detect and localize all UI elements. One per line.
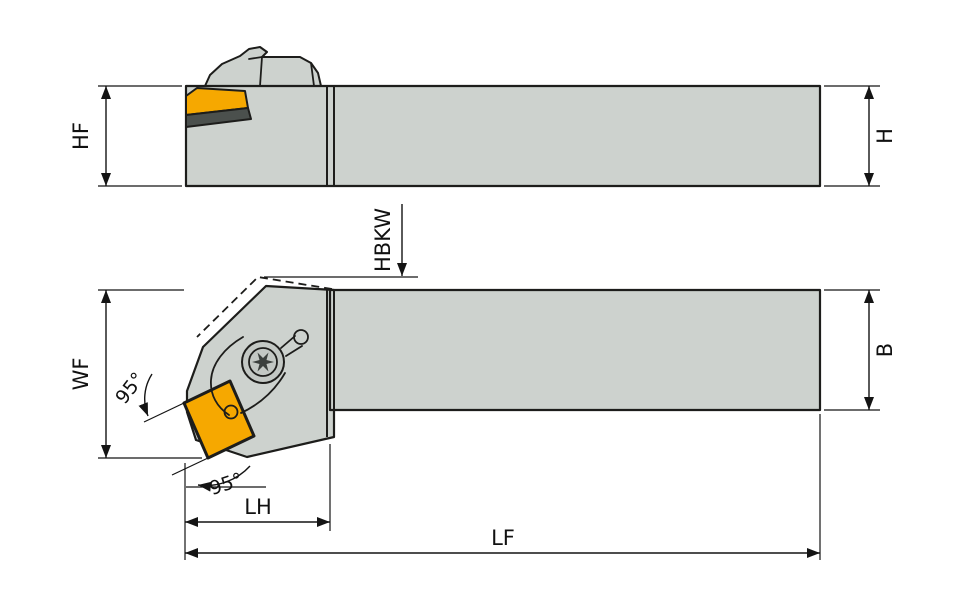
dimension-wf: WF [69,289,202,459]
angle-upper-95: 95° [111,368,185,423]
side-view [184,46,822,188]
label-hbkw: HBKW [371,208,395,272]
dimension-hbkw: HBKW [264,204,418,318]
label-hf: HF [69,122,93,150]
label-b: B [873,343,897,357]
pivot-hole [293,329,309,345]
shank-side [184,84,822,188]
label-angle-upper: 95° [111,368,149,408]
label-h: H [873,128,897,144]
label-angle-lower: 95° [207,469,246,500]
dimension-hf: HF [69,85,182,187]
shank-plan [328,288,822,412]
label-lh: LH [244,495,272,519]
label-lf: LF [491,526,515,550]
dimension-lh: LH [184,444,331,560]
clamp-mechanism [210,329,309,420]
dimension-lf: LF [185,414,821,560]
plan-view [182,276,822,460]
dimension-h: H [824,85,897,187]
clamp-pin [223,404,239,420]
hidden-edge-dashed [196,276,333,338]
insert-side [185,87,249,116]
screw-recess [248,347,278,377]
torx-socket-icon [252,352,274,372]
dimension-b: B [824,289,897,411]
label-wf: WF [69,358,93,391]
angle-lower-95: 95° [171,457,266,500]
shim-side [185,107,252,128]
clamp-side-outline [204,46,322,87]
